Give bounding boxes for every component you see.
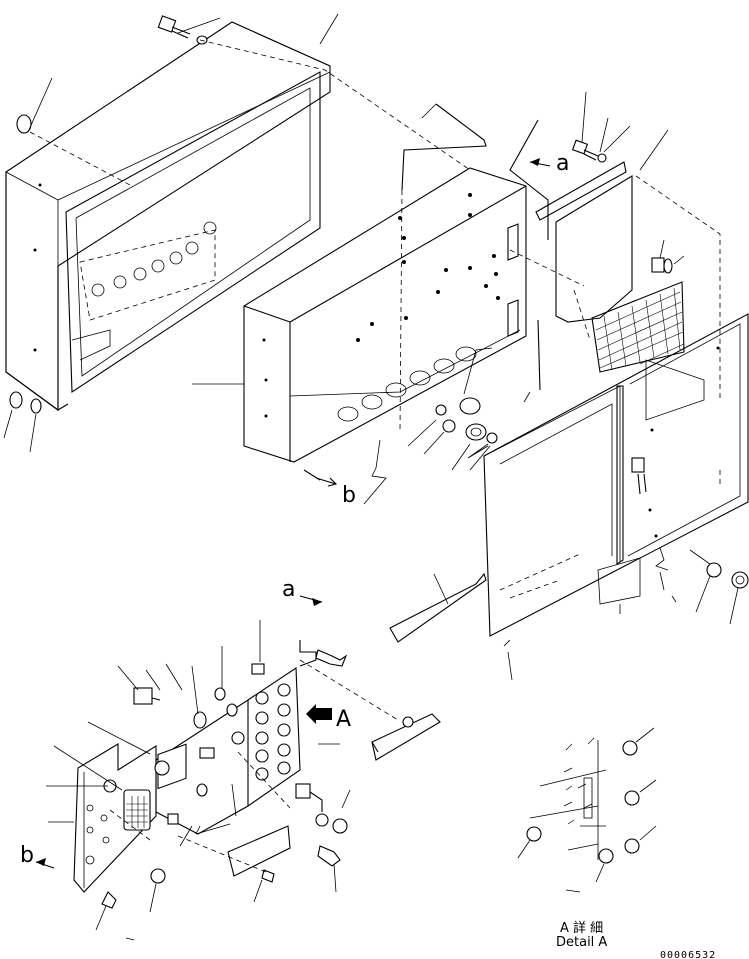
label-arrow-a-low: a <box>282 577 295 602</box>
grommet <box>459 397 481 415</box>
connector <box>133 687 161 705</box>
bolt <box>571 139 599 161</box>
inner-panel-box <box>243 167 527 463</box>
mesh-filter <box>591 281 685 373</box>
grommet <box>706 562 722 578</box>
grommet <box>16 114 32 134</box>
switch <box>167 813 179 825</box>
label-arrow-b-low: b <box>20 843 34 868</box>
rod <box>389 572 487 643</box>
connector <box>295 783 311 799</box>
screw <box>101 891 117 909</box>
switch <box>199 747 215 759</box>
part-number: 00006532 <box>660 950 716 959</box>
detail-title-en: Detail A <box>556 935 607 950</box>
switch-knob <box>193 711 207 729</box>
rod <box>401 103 487 191</box>
nut <box>214 687 226 701</box>
label-arrow-b-mid: b <box>342 483 356 508</box>
bolt <box>315 649 348 667</box>
nut <box>226 703 238 717</box>
control-panel <box>73 640 317 893</box>
detail-title-jp: A 詳 細 <box>560 920 603 936</box>
indicator-lamps <box>231 683 291 781</box>
nut <box>154 760 170 776</box>
grommet <box>465 423 487 441</box>
screw <box>261 869 275 883</box>
washer <box>435 404 447 416</box>
knob <box>651 257 673 274</box>
hex-bolt <box>157 15 191 39</box>
plug <box>731 571 749 589</box>
clip <box>442 419 456 433</box>
washer <box>597 153 607 163</box>
washer <box>30 398 42 414</box>
cover-plate <box>555 175 633 323</box>
washer <box>402 716 414 728</box>
washer <box>486 432 498 444</box>
bolt <box>317 845 341 867</box>
detail-marker-arrow <box>306 704 332 724</box>
switch <box>251 663 265 675</box>
label-arrow-a-top: a <box>556 151 569 176</box>
washer <box>196 35 208 45</box>
cap <box>332 818 348 834</box>
blank-cover <box>227 825 291 877</box>
nut <box>196 783 208 797</box>
detail-a-view <box>517 727 657 883</box>
rod <box>509 119 549 240</box>
nut <box>150 868 166 884</box>
washer <box>9 391 23 409</box>
label-detail-marker: A <box>336 707 351 732</box>
cabinet-door <box>483 313 749 637</box>
bracket <box>535 161 627 221</box>
cabinet-housing <box>5 21 331 412</box>
socket <box>315 813 329 827</box>
